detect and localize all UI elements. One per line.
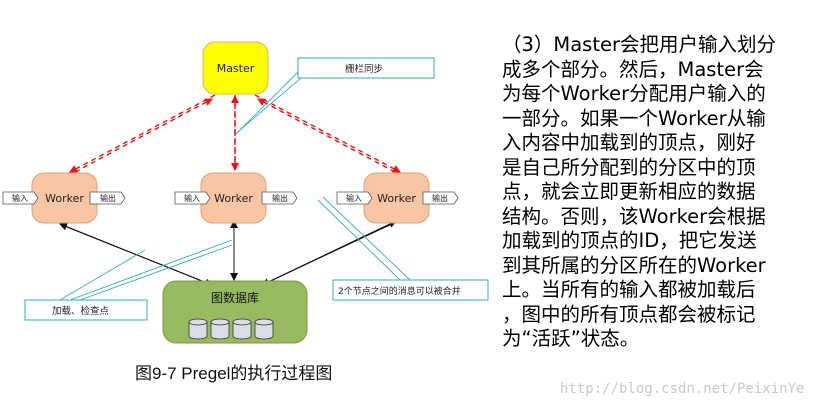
worker3-to-master-arrow bbox=[257, 98, 396, 173]
paragraph-line: 成多个部分。然后，Master会 bbox=[502, 57, 764, 81]
paragraph-line: ，图中的所有顶点都会被标记 bbox=[502, 302, 756, 326]
paragraph-line: 加载到的顶点的ID，把它发送 bbox=[502, 229, 757, 252]
input-tag-shape bbox=[336, 191, 373, 205]
message-callout-label: 2个节点之间的消息可以被合并 bbox=[338, 285, 461, 297]
pregel-diagram: Master 栅栏同步 Worker 输入 输出 Worker 输入 输出 Wo… bbox=[2, 41, 489, 344]
paragraph-line: 上。当所有的输入都被加载后 bbox=[502, 278, 756, 301]
paragraph-line: 为“活跃”状态。 bbox=[502, 327, 640, 350]
figure-caption: 图9-7 Pregel的执行过程图 bbox=[135, 364, 333, 383]
input-tag-label: 输入 bbox=[12, 193, 28, 203]
message-callout: 2个节点之间的消息可以被合并 bbox=[317, 196, 489, 301]
load-callout-label: 加载、检查点 bbox=[52, 305, 110, 317]
worker-node-1: Worker 输入 输出 bbox=[2, 172, 126, 224]
data-arrows bbox=[59, 220, 397, 287]
barrier-arrows bbox=[69, 94, 401, 173]
description-paragraph: （3）Master会把用户输入划分 成多个部分。然后，Master会 为每个Wo… bbox=[502, 33, 820, 352]
input-tag-label: 输入 bbox=[346, 193, 362, 203]
output-tag-label: 输出 bbox=[272, 193, 288, 203]
master-node: Master bbox=[202, 41, 269, 95]
worker1-to-master-arrow bbox=[74, 98, 213, 173]
worker-label: Worker bbox=[377, 192, 416, 205]
paragraph-line: 为每个Worker分配用户输入的 bbox=[502, 82, 766, 105]
database-cylinders bbox=[188, 318, 274, 340]
watermark: http://blog.csdn.net/PeixinYe bbox=[560, 381, 805, 397]
load-callout: 加载、检查点 bbox=[24, 239, 233, 321]
master-label: Master bbox=[217, 62, 255, 75]
paragraph-line: 点，就会立即更新相应的数据 bbox=[502, 180, 756, 203]
paragraph-line: 结构。否则，该Worker会根据 bbox=[502, 204, 766, 228]
worker-node-2: Worker 输入 输出 bbox=[174, 172, 298, 224]
output-tag-shape bbox=[261, 191, 298, 205]
barrier-callout: 栅栏同步 bbox=[234, 57, 435, 136]
input-tag-shape bbox=[2, 191, 39, 205]
paragraph-line: 到其所属的分区所在的Worker bbox=[502, 253, 766, 277]
master-to-worker3-arrow bbox=[254, 94, 401, 173]
paragraph-line: 一部分。如果一个Worker从输 bbox=[502, 106, 766, 130]
worker-node-3: Worker 输入 输出 bbox=[336, 172, 459, 224]
worker-label: Worker bbox=[214, 192, 253, 205]
barrier-callout-label: 栅栏同步 bbox=[345, 63, 383, 75]
paragraph-line: 入内容中加载到的顶点，刚好 bbox=[502, 131, 756, 154]
output-tag-shape bbox=[89, 191, 126, 205]
output-tag-label: 输出 bbox=[100, 193, 116, 203]
paragraph-line: 是自己所分配到的分区中的顶 bbox=[502, 155, 756, 179]
graph-database: 图数据库 bbox=[162, 280, 308, 344]
output-tag-label: 输出 bbox=[432, 193, 448, 203]
input-tag-shape bbox=[174, 191, 211, 205]
master-to-worker1-arrow bbox=[69, 94, 216, 173]
worker-label: Worker bbox=[45, 192, 84, 205]
db-to-worker1-arrow bbox=[59, 222, 213, 286]
input-tag-label: 输入 bbox=[184, 193, 200, 203]
output-tag-shape bbox=[422, 191, 459, 205]
database-label: 图数据库 bbox=[211, 290, 259, 305]
paragraph-line: （3）Master会把用户输入划分 bbox=[502, 33, 776, 56]
db-to-worker3-arrow bbox=[261, 220, 397, 286]
